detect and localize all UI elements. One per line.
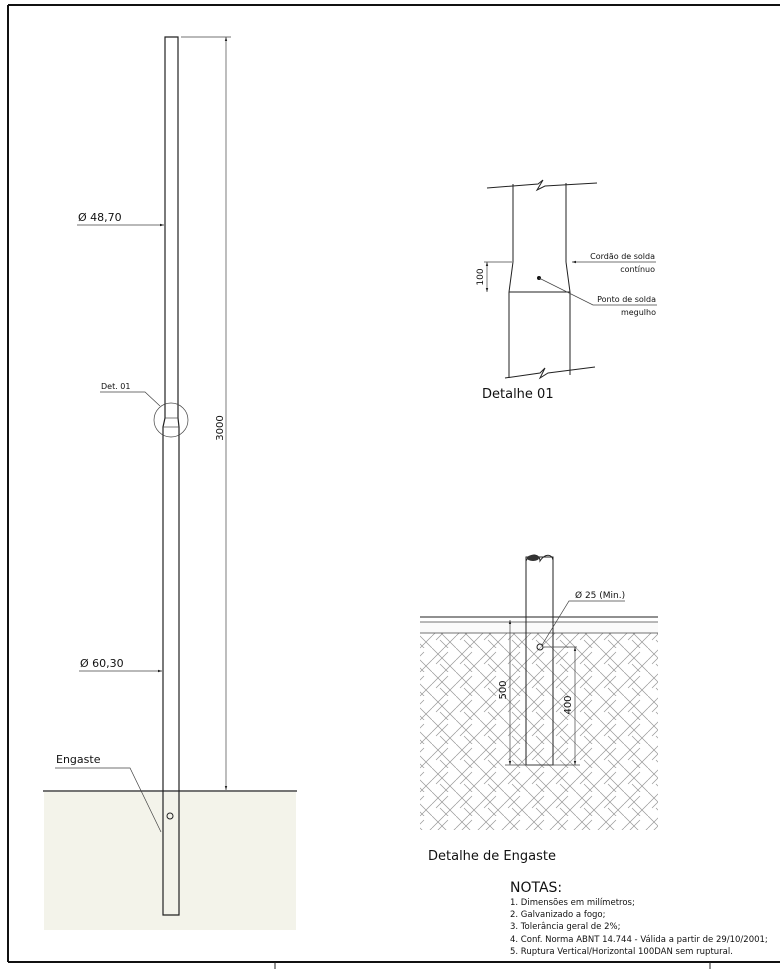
note-item: 3. Tolerância geral de 2%;: [510, 922, 620, 932]
detail-circle: [153, 402, 189, 438]
weld-point-label-1: Ponto de solda: [597, 295, 656, 304]
detail-embed-title: Detalhe de Engaste: [428, 849, 556, 864]
detail-01-dimension: 100: [476, 268, 486, 285]
note-item: 1. Dimensões em milímetros;: [510, 898, 635, 908]
embed-hole: [536, 643, 544, 651]
dimension-500: 500: [498, 680, 509, 699]
detail-embed: Ø 25 (Min.) 500 400 Detalhe de Engaste: [420, 554, 658, 864]
detail-01: 100 Cordão de solda contínuo Ponto de so…: [476, 179, 657, 402]
weld-point-label-2: megulho: [621, 308, 656, 317]
ground-area: [44, 792, 296, 930]
dimension-400: 400: [563, 695, 574, 714]
detail-01-title: Detalhe 01: [482, 387, 554, 402]
note-item: 5. Ruptura Vertical/Horizontal 100DAN se…: [510, 947, 733, 957]
note-item: 4. Conf. Norma ABNT 14.744 - Válida a pa…: [510, 935, 768, 945]
note-item: 2. Galvanizado a fogo;: [510, 910, 606, 920]
diameter-top-label: Ø 48,70: [78, 211, 122, 224]
weld-bead-label-2: contínuo: [620, 265, 655, 274]
embed-label: Engaste: [56, 753, 101, 766]
notes: NOTAS: 1. Dimensões em milímetros; 2. Ga…: [510, 880, 768, 957]
soil-hatch: [420, 633, 658, 830]
diameter-bottom-label: Ø 60,30: [80, 657, 124, 670]
pole-hole: [166, 812, 174, 820]
sheet-frame: [7, 4, 780, 969]
detail-ref-label: Det. 01: [101, 382, 130, 391]
notes-heading: NOTAS:: [510, 880, 562, 896]
height-dimension: 3000: [215, 415, 226, 440]
hole-diameter-label: Ø 25 (Min.): [575, 590, 625, 601]
main-pole-elevation: 3000 Ø 48,70 Ø 60,30 Det. 01 Engaste: [43, 36, 297, 930]
pole: [162, 36, 180, 916]
weld-bead-label-1: Cordão de solda: [590, 252, 655, 261]
